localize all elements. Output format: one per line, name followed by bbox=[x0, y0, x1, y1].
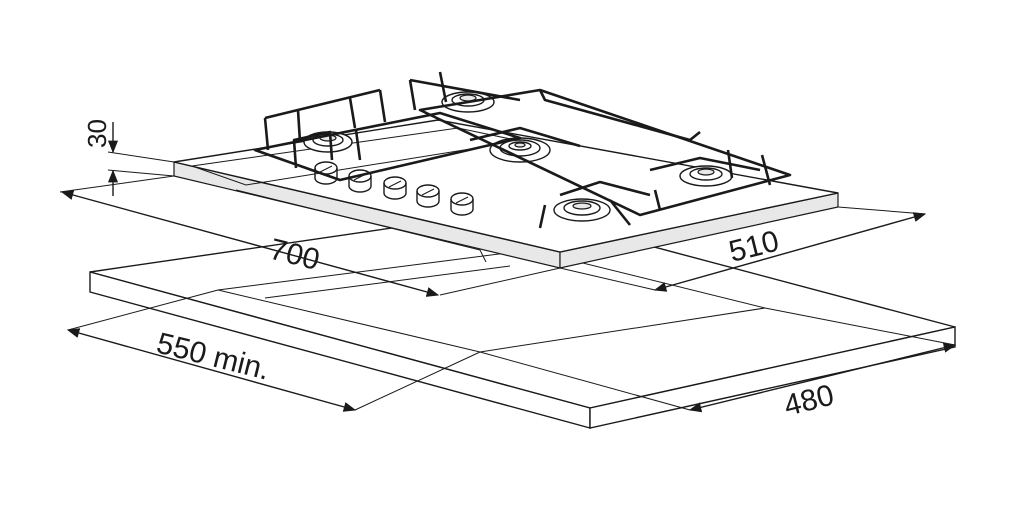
extension-lines bbox=[59, 151, 956, 411]
label-hob-height: 30 bbox=[82, 119, 112, 148]
dim-line-cutout-width bbox=[66, 328, 357, 412]
dim-line-hob-depth bbox=[653, 212, 927, 292]
label-hob-depth: 510 bbox=[726, 225, 783, 269]
pan-supports bbox=[253, 71, 792, 229]
burners bbox=[303, 91, 733, 222]
dimension-lines bbox=[60, 122, 957, 413]
dim-line-cutout-depth bbox=[688, 342, 957, 413]
burner-front-center bbox=[553, 198, 611, 222]
knob-5[interactable] bbox=[450, 192, 474, 216]
burner-right bbox=[679, 165, 733, 187]
dim-line-hob-width bbox=[60, 190, 440, 297]
